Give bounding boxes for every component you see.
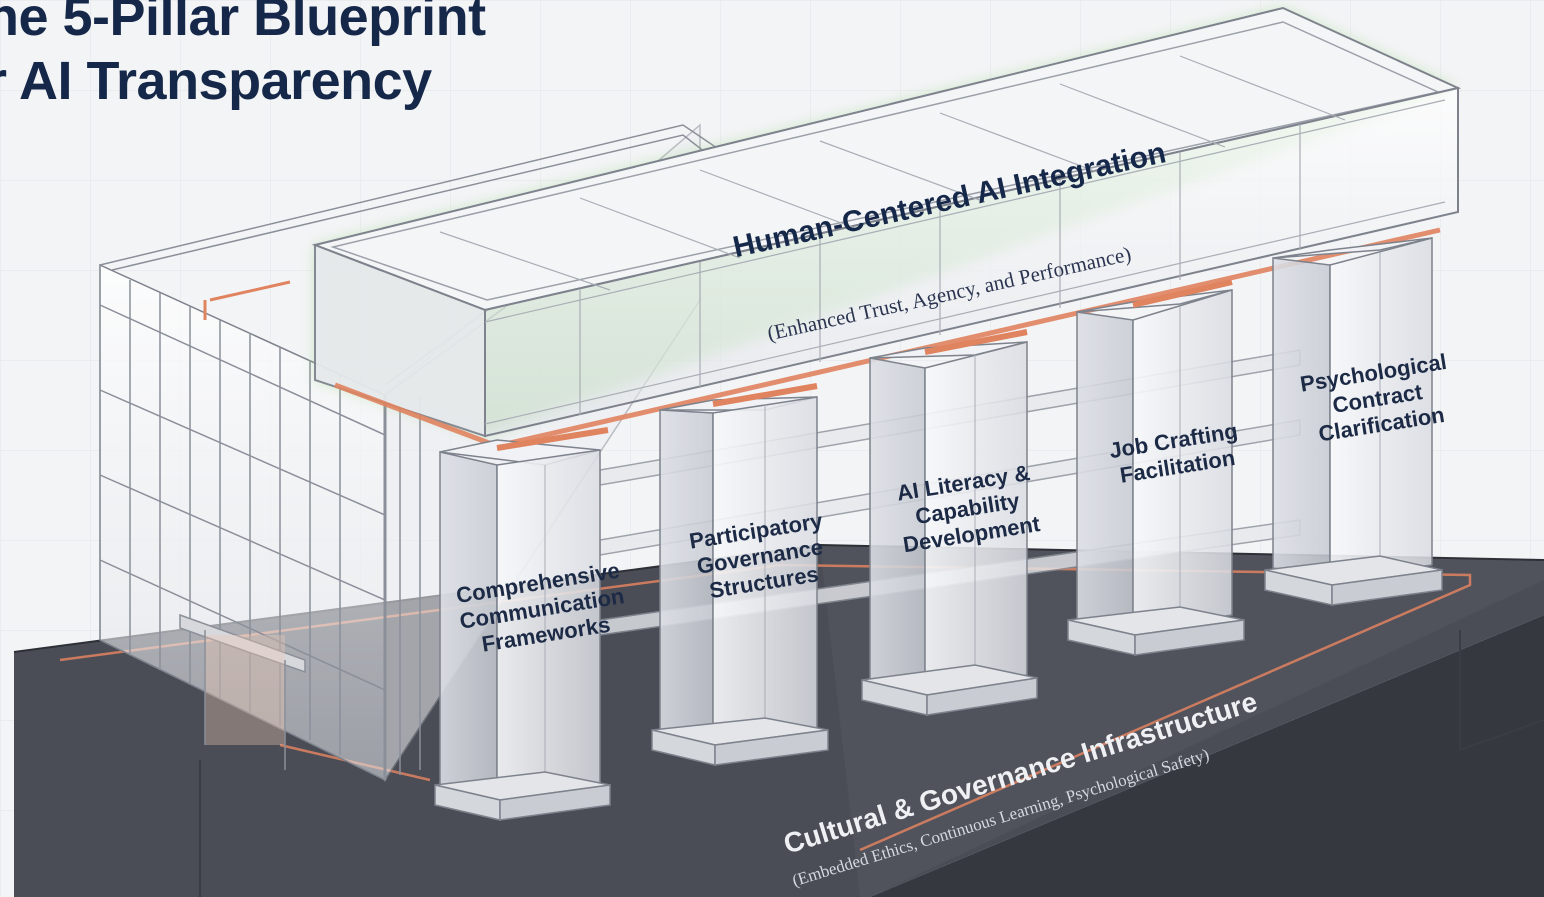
pillar-5 (1264, 237, 1443, 606)
pillar-1 (434, 427, 611, 821)
pillar-4 (1067, 279, 1245, 656)
pillar-3 (861, 329, 1038, 716)
diagram-title-line-1: he 5-Pillar Blueprint (0, 0, 486, 47)
pillar-2 (651, 383, 829, 766)
diagram-title-line-2: r AI Transparency (0, 51, 432, 111)
roof-beam (311, 6, 1462, 449)
